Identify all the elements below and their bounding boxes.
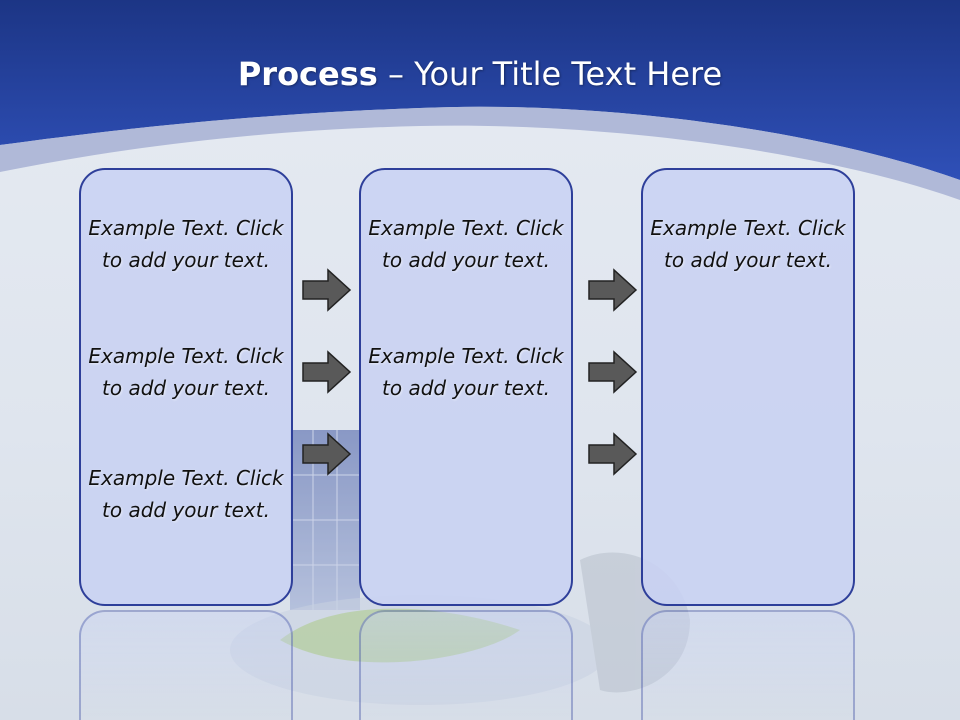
process-box-1[interactable]: Example Text. Click to add your text. Ex…	[79, 168, 293, 606]
arrow-right-icon	[588, 268, 638, 312]
process-box-3-reflection	[641, 610, 855, 720]
box-1-text-1[interactable]: Example Text. Click to add your text.	[88, 216, 284, 272]
process-box-1-reflection	[79, 610, 293, 720]
arrow-right-icon	[588, 350, 638, 394]
process-box-2-reflection	[359, 610, 573, 720]
box-2-text-2[interactable]: Example Text. Click to add your text.	[368, 344, 564, 400]
box-2-text-1[interactable]: Example Text. Click to add your text.	[368, 216, 564, 272]
title-bold: Process	[237, 55, 378, 93]
title-rest: – Your Title Text Here	[387, 55, 723, 93]
box-1-text-3[interactable]: Example Text. Click to add your text.	[88, 466, 284, 522]
process-box-2[interactable]: Example Text. Click to add your text. Ex…	[359, 168, 573, 606]
arrow-right-icon	[588, 432, 638, 476]
box-3-text-1[interactable]: Example Text. Click to add your text.	[650, 216, 846, 272]
box-1-text-2[interactable]: Example Text. Click to add your text.	[88, 344, 284, 400]
arrow-right-icon	[302, 432, 352, 476]
page-title: Process – Your Title Text Here	[0, 52, 960, 96]
process-box-3[interactable]: Example Text. Click to add your text.	[641, 168, 855, 606]
arrow-right-icon	[302, 350, 352, 394]
arrow-right-icon	[302, 268, 352, 312]
